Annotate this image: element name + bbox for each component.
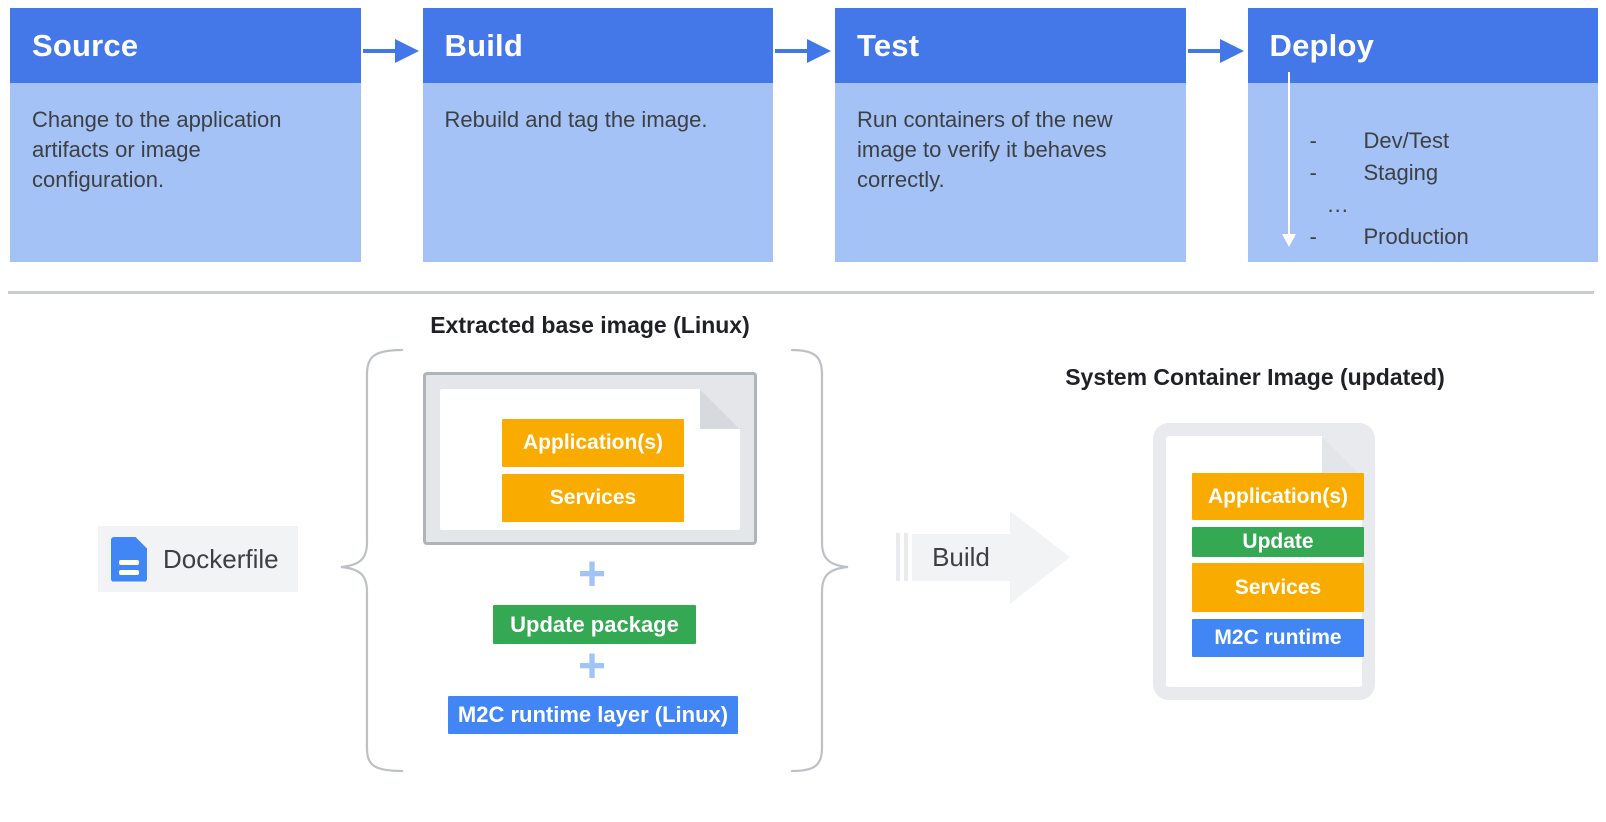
list-bullet: - (1309, 160, 1317, 185)
m2c-runtime-layer: M2C runtime layer (Linux) (448, 696, 738, 734)
right-arrow-head-icon (1219, 39, 1244, 63)
deploy-env-staging: - Staging (1310, 157, 1589, 189)
right-arrow-icon (775, 49, 811, 53)
build-arrow-label: Build (932, 542, 990, 572)
stage-build-header: Build (422, 8, 773, 83)
env-label: Production (1363, 224, 1469, 249)
stage-deploy-header: Deploy (1247, 8, 1598, 83)
dockerfile-chip: Dockerfile (98, 526, 298, 592)
speed-line-icon (896, 533, 900, 581)
base-layer-services: Services (502, 474, 684, 522)
stage-test: Test Run containers of the new image to … (835, 8, 1186, 262)
stage-build-body: Rebuild and tag the image. (422, 83, 773, 262)
base-layer-applications: Application(s) (502, 419, 684, 467)
speed-line-icon (904, 533, 908, 581)
arrow-test-to-deploy (1186, 8, 1248, 262)
right-arrow-head-icon (807, 39, 831, 63)
stage-deploy-title: Deploy (1269, 27, 1375, 63)
down-arrow-head-icon (1281, 234, 1296, 247)
stage-source-header: Source (10, 8, 361, 83)
system-container-image-doc (1153, 423, 1375, 700)
update-package-layer: Update package (493, 605, 696, 644)
down-arrow-icon (1287, 72, 1290, 236)
arrow-build-to-test (773, 8, 835, 262)
document-file-icon (111, 537, 147, 582)
section-divider (8, 291, 1594, 294)
stage-deploy-body (1247, 83, 1598, 262)
deploy-env-dev-test: - Dev/Test (1310, 125, 1589, 157)
env-label: Dev/Test (1363, 128, 1450, 153)
stage-source-title: Source (32, 27, 139, 63)
doc-line (119, 570, 139, 575)
deploy-env-production: - Production (1310, 221, 1589, 253)
build-action-arrow: Build (895, 511, 1070, 604)
stage-test-header: Test (835, 8, 1186, 83)
folded-corner-icon (700, 389, 740, 429)
result-layer-update: Update (1192, 527, 1364, 557)
right-arrow-head-icon (394, 39, 419, 63)
right-arrow-icon (362, 49, 399, 53)
list-bullet: - (1309, 128, 1317, 153)
result-layer-applications: Application(s) (1192, 473, 1364, 520)
system-container-image-title: System Container Image (updated) (1065, 364, 1445, 390)
deploy-environment-list: - Dev/Test - Staging ... - Production (1310, 125, 1589, 253)
deploy-env-ellipsis: ... (1310, 189, 1589, 221)
stage-build-description: Rebuild and tag the image. (444, 107, 708, 132)
stage-test-body: Run containers of the new image to verif… (835, 83, 1186, 262)
stage-build: Build Rebuild and tag the image. (422, 8, 773, 262)
extracted-base-image-title: Extracted base image (Linux) (430, 312, 750, 338)
pipeline-row: Source Change to the application artifac… (10, 8, 1598, 262)
plus-icon: + (577, 548, 607, 601)
env-label: Staging (1363, 160, 1439, 185)
plus-icon: + (577, 640, 607, 693)
dockerfile-label: Dockerfile (163, 543, 279, 574)
folded-corner-icon (1322, 436, 1362, 476)
stage-source-body: Change to the application artifacts or i… (10, 83, 361, 262)
right-arrow-icon (1187, 49, 1224, 53)
arrow-source-to-build (361, 8, 423, 262)
stage-test-description: Run containers of the new image to verif… (857, 107, 1113, 192)
env-label: ... (1327, 192, 1349, 217)
right-brace-icon (790, 348, 849, 773)
stage-build-title: Build (444, 27, 523, 63)
stage-deploy: Deploy - Dev/Test - Staging ... (1247, 8, 1598, 262)
list-bullet: - (1309, 224, 1317, 249)
stage-test-title: Test (857, 27, 920, 63)
result-layer-m2c-runtime: M2C runtime (1192, 619, 1364, 657)
doc-line (119, 560, 139, 565)
result-layer-services: Services (1192, 563, 1364, 612)
stage-source-description: Change to the application artifacts or i… (32, 107, 282, 192)
left-brace-icon (340, 348, 404, 773)
stage-source: Source Change to the application artifac… (10, 8, 361, 262)
